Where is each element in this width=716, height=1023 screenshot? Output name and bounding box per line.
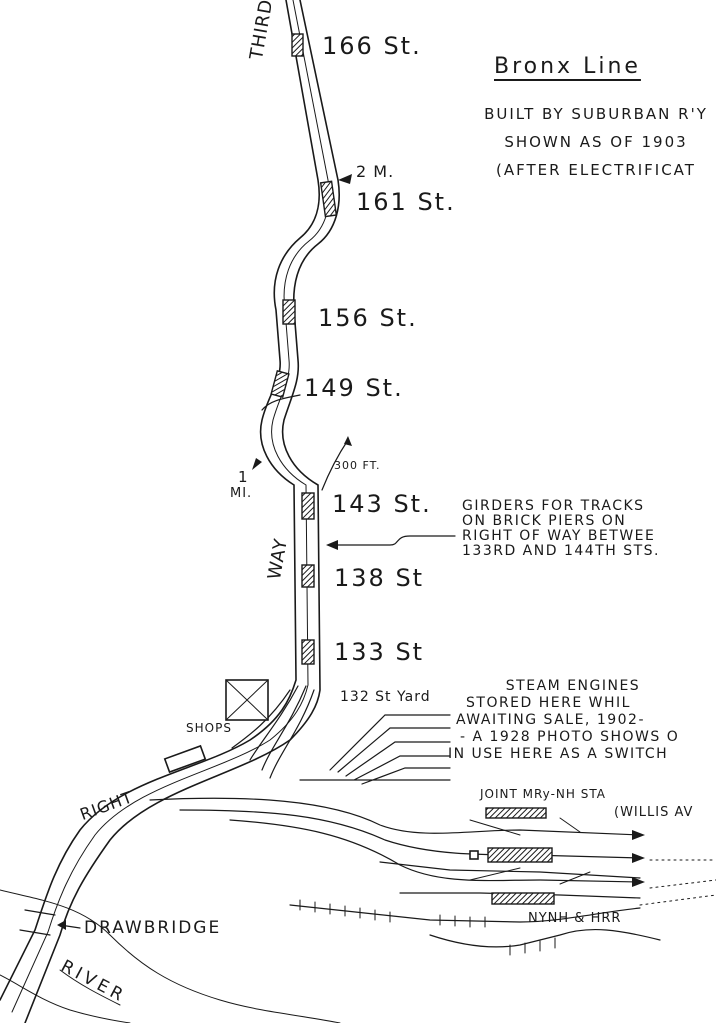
yard-label: 132 St Yard xyxy=(340,689,431,705)
station-156-label: 156 St. xyxy=(318,304,418,332)
platform-149 xyxy=(270,369,290,399)
platform-joint-3 xyxy=(491,892,555,905)
girders-note-line-1: GIRDERS FOR TRACKS xyxy=(462,498,645,514)
map-subtitle: BUILT BY SUBURBAN R'Y SHOWN AS OF 1903 (… xyxy=(446,100,716,184)
station-149-label: 149 St. xyxy=(304,374,404,402)
platform-joint-1 xyxy=(485,807,547,819)
main-line-centre-track xyxy=(11,0,330,1013)
platform-161 xyxy=(319,180,338,218)
milepost-2-label: 2 M. xyxy=(356,162,395,181)
willis-av-label: (WILLIS AV xyxy=(614,805,694,820)
station-166-label: 166 St. xyxy=(322,32,422,60)
girders-note-line-3: RIGHT OF WAY BETWEE xyxy=(462,528,656,544)
steam-note: STEAM ENGINES STORED HERE WHIL AWAITING … xyxy=(448,678,716,763)
platform-133 xyxy=(301,639,315,665)
drawbridge-label: DRAWBRIDGE xyxy=(84,918,222,938)
platform-166 xyxy=(291,33,304,57)
milepost-1-unit: MI. xyxy=(230,486,253,501)
girders-note-line-2: ON BRICK PIERS ON xyxy=(462,513,627,529)
platform-138 xyxy=(301,564,315,588)
girders-note: GIRDERS FOR TRACKS ON BRICK PIERS ON RIG… xyxy=(462,499,660,559)
shops-label: SHOPS xyxy=(186,721,232,735)
platform-156 xyxy=(282,299,296,325)
platform-joint-2 xyxy=(487,847,553,863)
station-161-label: 161 St. xyxy=(356,188,456,216)
nynh-hrr-label: NYNH & HRR xyxy=(528,911,622,926)
subtitle-line-2: SHOWN AS OF 1903 xyxy=(504,133,688,151)
steam-note-line-5: IN USE HERE AS A SWITCH xyxy=(448,746,669,762)
station-143-label: 143 St. xyxy=(332,490,432,518)
steam-note-line-2: STORED HERE WHIL xyxy=(466,695,631,711)
steam-note-line-4: - A 1928 PHOTO SHOWS O xyxy=(460,729,680,745)
distance-300ft-label: 300 FT. xyxy=(334,459,381,472)
girders-note-line-4: 133RD AND 144TH STS. xyxy=(462,543,660,559)
steam-note-line-3: AWAITING SALE, 1902- xyxy=(456,712,645,728)
milepost-1-number: 1 xyxy=(238,468,249,486)
station-138-label: 138 St xyxy=(334,564,425,592)
steam-note-line-1: STEAM ENGINES xyxy=(505,678,641,694)
station-133-label: 133 St xyxy=(334,638,425,666)
subtitle-line-1: BUILT BY SUBURBAN R'Y xyxy=(484,105,708,123)
platform-143 xyxy=(301,492,315,520)
shops-annex xyxy=(163,744,207,774)
map-title: Bronx Line xyxy=(494,54,641,79)
joint-station-label: JOINT MRy-NH STA xyxy=(480,787,606,801)
main-line-west-edge xyxy=(0,0,320,1001)
subtitle-line-3: (AFTER ELECTRIFICAT xyxy=(496,161,696,179)
main-line-east-edge xyxy=(24,0,340,1023)
